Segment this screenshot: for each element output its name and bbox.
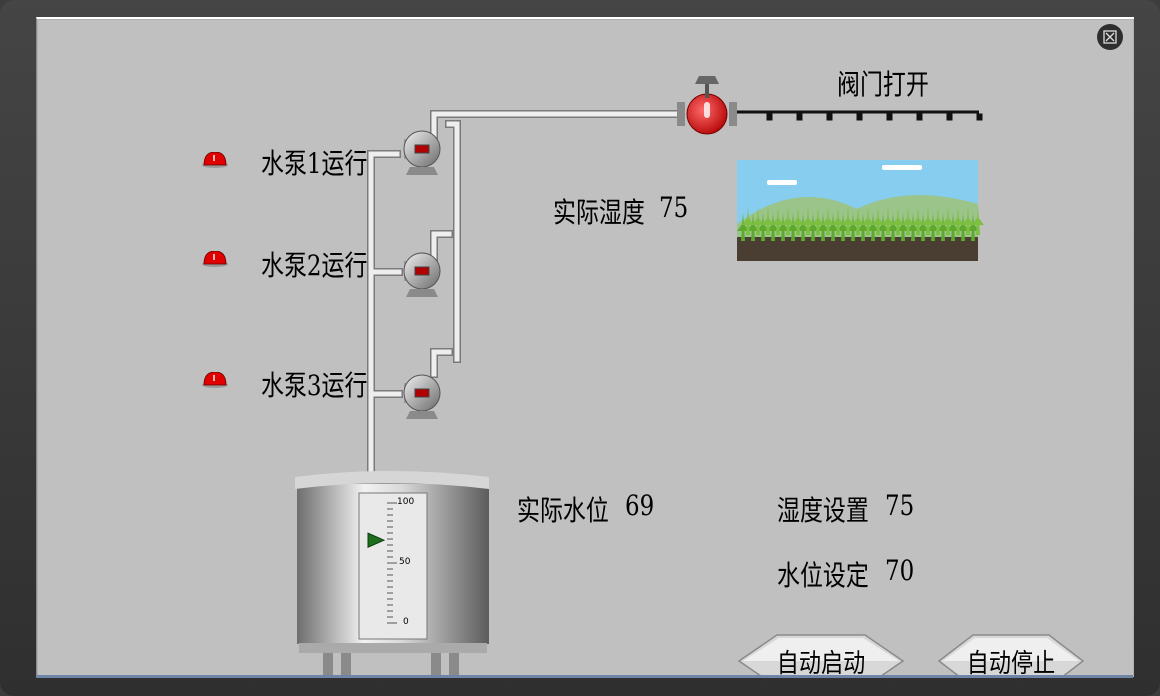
spray-line	[737, 110, 983, 121]
humidity-setting-value[interactable]: 75	[885, 489, 915, 522]
crop-plant	[942, 207, 954, 235]
pipe-network	[367, 110, 681, 473]
crop-plant	[797, 213, 809, 241]
auto-start-button[interactable]: 自动启动	[737, 633, 905, 677]
crop-plant	[762, 207, 774, 235]
crop-plant	[857, 213, 869, 241]
valve-icon	[677, 76, 737, 135]
process-diagram	[295, 76, 984, 677]
crop-plant	[757, 213, 769, 241]
crop-plant	[832, 207, 844, 235]
auto-stop-button-label: 自动停止	[966, 648, 1056, 678]
actual-water-level-label: 实际水位	[517, 494, 609, 527]
crop-plant	[967, 213, 979, 241]
spray-nozzle	[796, 113, 803, 121]
pump-2-label: 水泵2运行	[261, 249, 368, 282]
crop-plant	[767, 213, 779, 241]
auto-stop-button-shape	[937, 634, 1085, 677]
crop-plant	[807, 213, 819, 241]
crop-plant	[742, 207, 754, 235]
spray-nozzle	[766, 113, 773, 121]
crop-plant	[922, 207, 934, 235]
crop-plant	[812, 207, 824, 235]
actual-water-level-value: 69	[625, 489, 655, 522]
crop-plant	[822, 207, 834, 235]
crop-plant	[952, 207, 964, 235]
crop-plant	[787, 213, 799, 241]
pump-1-status-indicator	[202, 152, 228, 168]
crop-plant	[862, 207, 874, 235]
crop-plant	[792, 207, 804, 235]
pump-3-label: 水泵3运行	[261, 369, 368, 402]
hmi-panel: 水泵1运行 水泵2运行 水泵3运行 阀门打开 实际湿度 75 实际水位 69 湿…	[36, 17, 1134, 677]
pump-3-status-indicator	[202, 372, 228, 388]
crop-plant	[902, 207, 914, 235]
crop-plant	[912, 207, 924, 235]
level-setting-value[interactable]: 70	[885, 554, 915, 587]
crop-field-image	[737, 160, 984, 261]
crop-plant	[842, 207, 854, 235]
crop-plant	[932, 207, 944, 235]
crop-plant	[802, 207, 814, 235]
auto-start-button-label: 自动启动	[776, 648, 866, 678]
actual-humidity-label: 实际湿度	[553, 196, 645, 229]
auto-start-button-shape	[737, 634, 905, 677]
crop-plant	[937, 213, 949, 241]
pump-3	[403, 374, 441, 419]
crop-plant	[872, 207, 884, 235]
crop-plant	[847, 213, 859, 241]
crop-plant	[737, 213, 749, 241]
exit-fullscreen-button[interactable]	[1097, 24, 1123, 50]
crop-plant	[837, 213, 849, 241]
crop-plant	[917, 213, 929, 241]
crop-plant	[782, 207, 794, 235]
humidity-setting-label: 湿度设置	[777, 494, 869, 527]
pump-1	[403, 130, 441, 175]
window-bottom-edge	[36, 675, 1133, 678]
spray-nozzle	[976, 113, 983, 121]
water-tank	[295, 471, 489, 677]
crop-plant	[907, 213, 919, 241]
crop-plant	[772, 207, 784, 235]
spray-nozzle	[886, 113, 893, 121]
spray-nozzle	[856, 113, 863, 121]
gauge-tick-50: 50	[399, 557, 411, 567]
spray-nozzle	[826, 113, 833, 121]
spray-nozzle	[946, 113, 953, 121]
crop-plant	[947, 213, 959, 241]
pump-1-label: 水泵1运行	[261, 147, 368, 180]
crop-plant	[892, 207, 904, 235]
crop-plant	[747, 213, 759, 241]
actual-humidity-value: 75	[659, 191, 689, 224]
crop-plant	[877, 213, 889, 241]
crop-plant	[852, 207, 864, 235]
auto-stop-button[interactable]: 自动停止	[937, 633, 1085, 677]
level-setting-label: 水位设定	[777, 559, 869, 592]
crop-plant	[817, 213, 829, 241]
crop-plant	[867, 213, 879, 241]
crop-plant	[957, 213, 969, 241]
crop-plant	[827, 213, 839, 241]
valve-status-label: 阀门打开	[837, 68, 929, 101]
gauge-tick-100: 100	[397, 497, 415, 507]
crop-plant	[972, 207, 984, 235]
crop-plant	[882, 207, 894, 235]
crop-plant	[962, 207, 974, 235]
crop-plant	[777, 213, 789, 241]
exit-fullscreen-icon	[1103, 30, 1117, 44]
crop-plant	[752, 207, 764, 235]
pump-2-status-indicator	[202, 251, 228, 267]
crop-plant	[897, 213, 909, 241]
pump-2	[403, 252, 441, 297]
gauge-tick-0: 0	[403, 617, 409, 627]
crop-plant	[927, 213, 939, 241]
level-pointer	[367, 532, 386, 548]
spray-nozzle	[916, 113, 923, 121]
crop-plant	[887, 213, 899, 241]
